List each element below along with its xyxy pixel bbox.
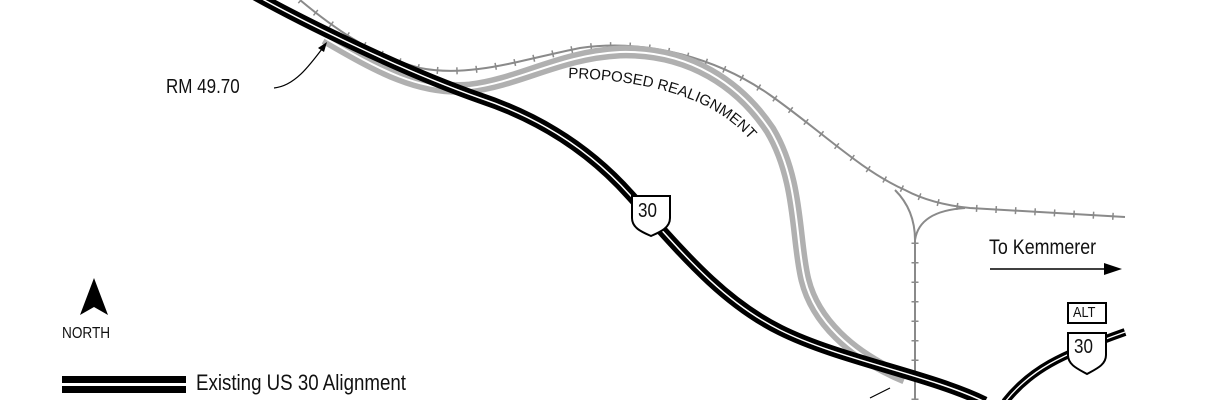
proposed-realignment (321, 32, 908, 384)
rm-leader (273, 44, 326, 89)
north-arrow-icon (80, 278, 108, 315)
direction-label: To Kemmerer (989, 236, 1097, 259)
us30-shield-icon (631, 195, 671, 238)
alt-shield-number: 30 (1074, 336, 1093, 358)
existing-us30 (252, 0, 1127, 400)
legend-existing-symbol (62, 376, 186, 383)
north-label: NORTH (62, 325, 111, 342)
proposed-label: PROPOSED REALIGNMENT (568, 65, 760, 143)
railroad (297, 0, 1126, 400)
alt-us30-shield-icon (1067, 302, 1107, 376)
alt-shield-label: ALT (1073, 304, 1096, 321)
us30-shield-number: 30 (638, 200, 657, 222)
rm-start-label: RM 49.70 (166, 76, 240, 98)
legend-existing-label: Existing US 30 Alignment (196, 370, 406, 395)
